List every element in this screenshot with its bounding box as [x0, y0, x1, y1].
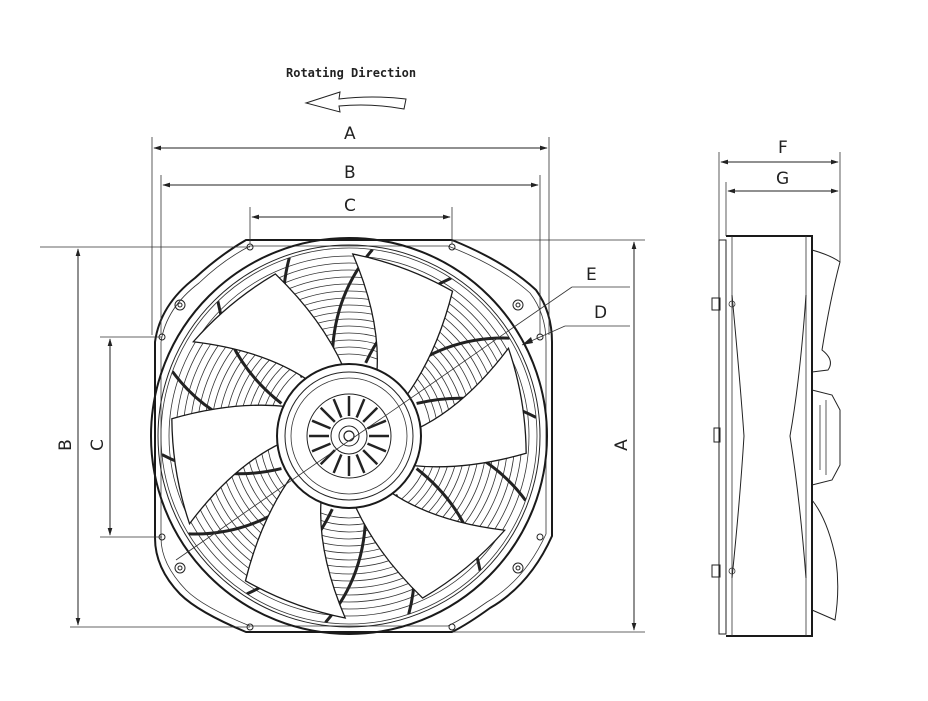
svg-text:A: A [612, 439, 632, 451]
dimension-b-horizontal: B [160, 163, 541, 335]
svg-text:F: F [778, 138, 788, 158]
fan-blade [171, 404, 289, 526]
dimension-a-vertical: A [452, 239, 645, 633]
svg-text:B: B [344, 163, 356, 183]
leader-d: D [521, 303, 630, 346]
dimension-c-horizontal: C [249, 196, 453, 244]
rotation-direction-arrow [304, 91, 407, 113]
fan-blade [192, 273, 345, 382]
fan-blade [244, 473, 347, 619]
fan-front-view [150, 237, 553, 635]
svg-text:A: A [344, 124, 356, 144]
fan-blades [171, 253, 527, 619]
svg-text:C: C [344, 196, 356, 216]
dimension-b-vertical: B [40, 246, 250, 628]
svg-text:B: B [56, 439, 76, 451]
shaft [343, 430, 355, 442]
svg-text:C: C [88, 439, 108, 451]
svg-text:E: E [586, 265, 597, 285]
leader-e: E [175, 265, 630, 561]
dimension-f: F [718, 138, 841, 262]
outer-ring [150, 237, 548, 635]
svg-text:G: G [776, 169, 789, 189]
fan-side-view [711, 235, 841, 637]
ring-bolts [174, 299, 524, 574]
dimension-g: G [725, 169, 839, 236]
rotating-direction-label: Rotating Direction [286, 66, 416, 80]
dimension-a-horizontal: A [151, 124, 550, 335]
dimension-c-vertical: C [88, 336, 162, 538]
fan-blade [353, 490, 506, 599]
svg-text:D: D [594, 303, 607, 323]
fan-blade [409, 346, 527, 468]
fan-blade [351, 253, 454, 399]
